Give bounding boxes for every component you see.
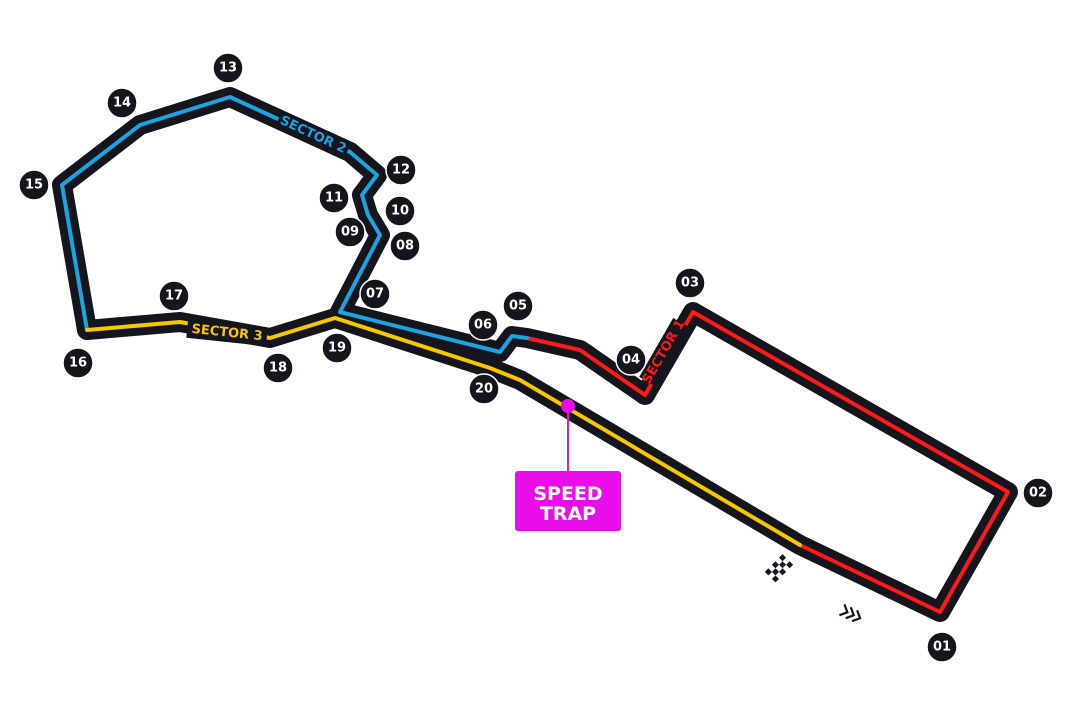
turn-marker-03: 03 [674,267,706,299]
turn-marker-12: 12 [385,154,417,186]
turn-marker-17: 17 [158,280,190,312]
turn-marker-19: 19 [321,332,353,364]
turn-number: 17 [165,289,183,304]
turn-marker-18: 18 [262,352,294,384]
speed-trap-line2: TRAP [540,503,596,525]
turn-marker-01: 01 [926,631,958,663]
turn-number: 13 [219,61,237,76]
speed-trap: SPEED TRAP [515,399,621,531]
turn-marker-05: 05 [502,290,534,322]
turn-number: 09 [341,225,359,240]
turn-number: 15 [25,178,43,193]
turn-marker-16: 16 [62,347,94,379]
direction-chevrons-icon [839,603,862,623]
turn-number: 06 [474,318,492,333]
turn-marker-02: 02 [1022,477,1054,509]
sector-3-line [85,316,802,547]
turn-marker-10: 10 [384,195,416,227]
turn-marker-13: 13 [212,52,244,84]
turn-number: 01 [933,640,951,655]
turn-marker-08: 08 [389,230,421,262]
turn-marker-07: 07 [359,278,391,310]
checkered-flag-icon [764,554,794,583]
svg-text:SECTOR 3: SECTOR 3 [191,322,263,344]
turn-marker-09: 09 [334,216,366,248]
turn-number: 20 [475,382,493,397]
speed-trap-marker [561,399,575,413]
turn-marker-14: 14 [106,87,138,119]
turn-marker-04: 04 [615,344,647,376]
turn-number: 04 [622,353,640,368]
sector-1-line [525,310,1010,614]
sector-2-line [60,95,529,354]
turn-number: 08 [396,239,414,254]
speed-trap-line1: SPEED [533,483,602,505]
turn-number: 18 [269,361,287,376]
track-outline [52,87,1018,622]
turn-number: 02 [1029,486,1047,501]
turn-number: 11 [325,191,343,206]
turn-number: 10 [391,204,409,219]
turn-number: 03 [681,276,699,291]
turn-number: 16 [69,356,87,371]
sector-3-label: SECTOR 3 [186,319,268,347]
turn-number: 07 [366,287,384,302]
turn-number: 19 [328,341,346,356]
turn-number: 12 [392,163,410,178]
turn-number: 05 [509,299,527,314]
turn-marker-06: 06 [467,309,499,341]
svg-text:SECTOR 2: SECTOR 2 [278,113,349,157]
sector-2-label: SECTOR 2 [274,110,352,160]
turn-marker-15: 15 [18,169,50,201]
turn-marker-20: 20 [468,373,500,405]
turn-number: 14 [113,96,131,111]
turn-marker-11: 11 [318,182,350,214]
